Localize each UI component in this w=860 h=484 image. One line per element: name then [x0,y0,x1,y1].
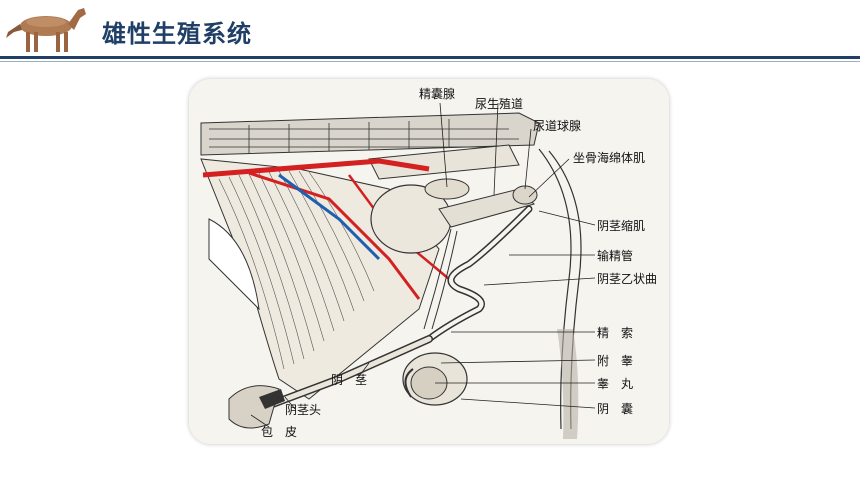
label-testis: 睾 丸 [597,377,634,391]
horse-icon [6,8,86,52]
label-scrotum: 阴 囊 [597,402,634,416]
label-retractor-penis: 阴茎缩肌 [597,219,646,233]
header: 雄性生殖系统 [0,0,860,62]
page-title: 雄性生殖系统 [102,20,252,48]
label-spermatic-cord: 精 索 [597,326,634,340]
header-divider-thin [0,61,860,62]
label-sigmoid-flexure: 阴茎乙状曲 [597,272,658,286]
label-urogenital-canal: 尿生殖道 [475,97,524,111]
label-glans-penis: 阴茎头 [285,403,322,417]
label-penis: 阴 茎 [331,373,368,387]
anatomy-figure: 精囊腺 尿生殖道 尿道球腺 坐骨海绵体肌 阴茎缩肌 输精管 阴茎乙状曲 精 索 … [189,79,669,444]
label-vas-deferens: 输精管 [597,249,634,263]
label-ischiocavernosus: 坐骨海绵体肌 [573,151,646,165]
label-seminal-vesicle: 精囊腺 [419,87,456,101]
label-epididymis: 附 睾 [597,354,634,368]
anatomy-illustration [189,79,669,444]
header-divider [0,56,860,59]
label-bulbourethral-gland: 尿道球腺 [533,119,582,133]
label-prepuce: 包 皮 [261,425,298,439]
